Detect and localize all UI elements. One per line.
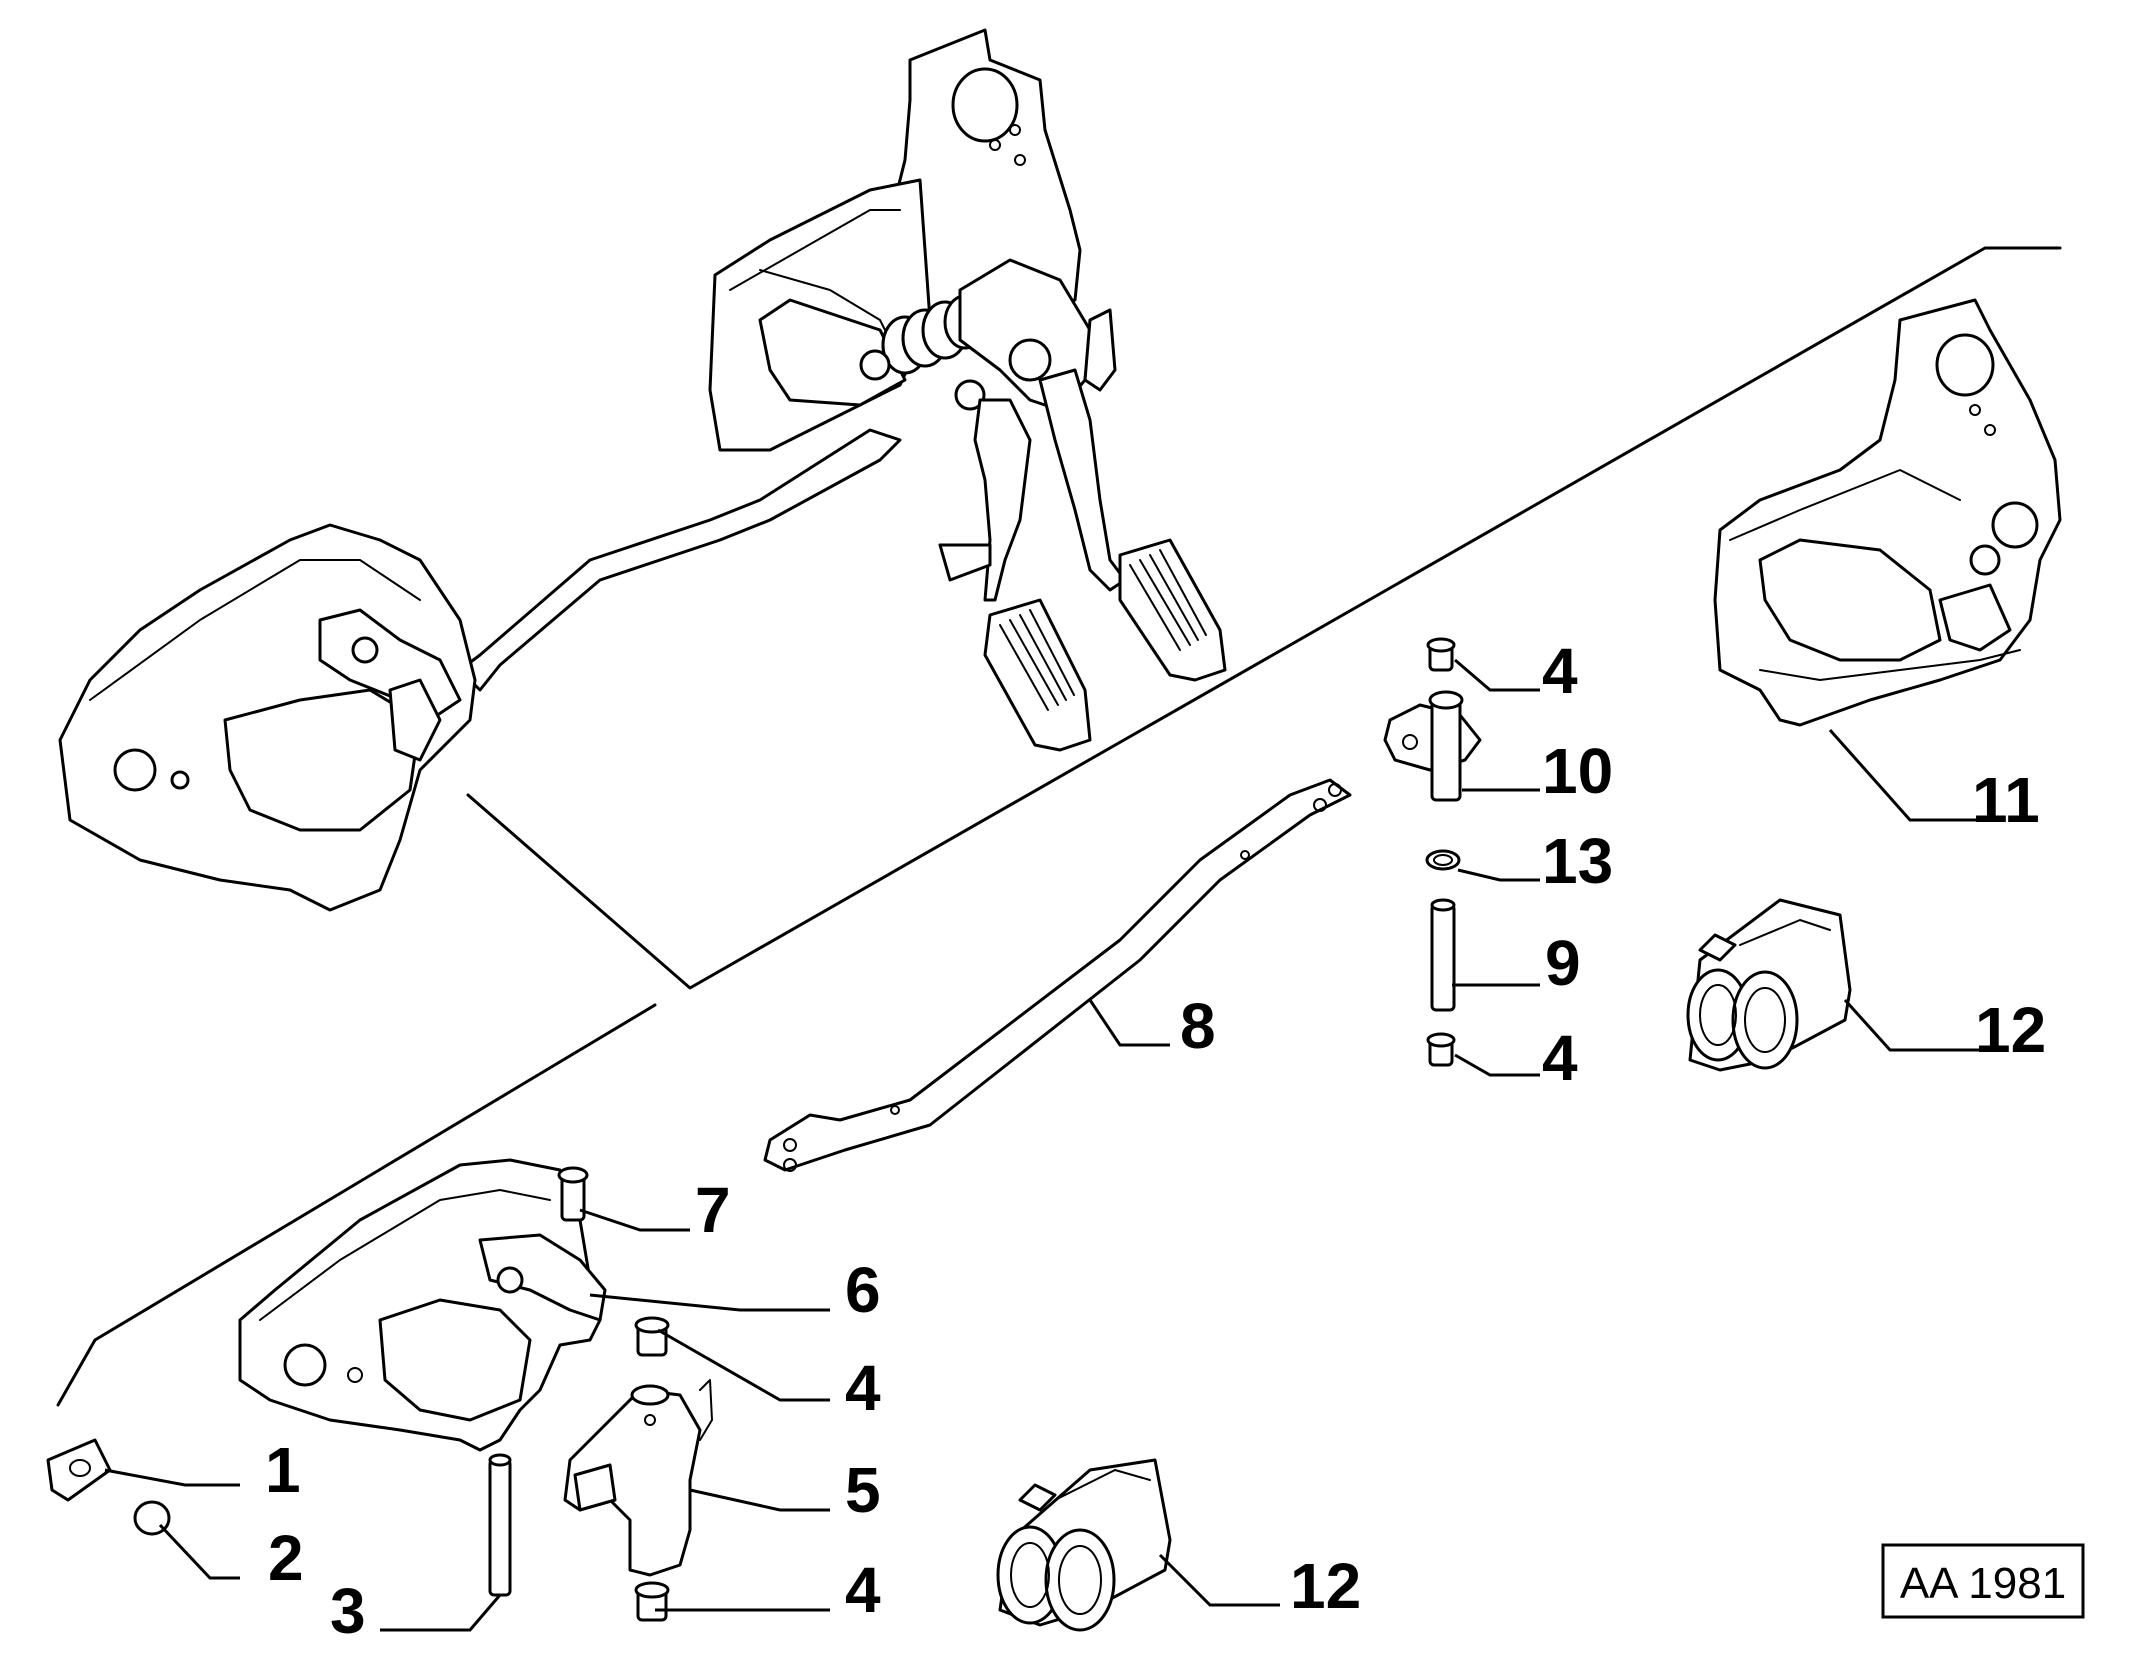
part-7-bolt — [557, 1166, 589, 1222]
part-4-bushing-bottom — [634, 1581, 670, 1622]
leader-lines — [104, 658, 1990, 1632]
pedal-box-assembly — [708, 28, 1227, 752]
part-5-lever-bracket — [563, 1379, 713, 1577]
reference-code-box: AA 1981 — [1881, 1543, 2085, 1619]
reference-code: AA 1981 — [1900, 1559, 2066, 1608]
callout-7: 7 — [695, 1174, 731, 1246]
assembly-connecting-rod — [458, 428, 902, 692]
pedal-pad-right — [1118, 538, 1227, 682]
part-3-pin — [488, 1453, 512, 1597]
pedal-pad-left — [983, 598, 1092, 752]
callout-5: 5 — [845, 1454, 881, 1526]
callout-12-lower: 12 — [1290, 1550, 1361, 1622]
callout-4-bottom: 4 — [845, 1554, 881, 1626]
part-8-link-rod — [763, 778, 1352, 1172]
callout-6: 6 — [845, 1254, 881, 1326]
callout-3: 3 — [330, 1575, 366, 1647]
callout-labels: 1 2 3 4 4 4 4 5 6 7 8 9 10 11 12 12 13 — [265, 635, 2046, 1647]
part-6-pedal-support — [238, 1158, 607, 1452]
callout-4-top-right: 4 — [1542, 635, 1578, 707]
part-11-pedal-bracket — [1713, 298, 2062, 727]
callout-8: 8 — [1180, 990, 1216, 1062]
callout-10: 10 — [1542, 735, 1613, 807]
callout-4-lower-right: 4 — [1542, 1022, 1578, 1094]
part-1-spacer — [46, 1438, 112, 1502]
callout-12-upper: 12 — [1975, 994, 2046, 1066]
callout-11: 11 — [1972, 764, 2040, 836]
callout-2: 2 — [268, 1522, 304, 1594]
part-13-o-ring — [1425, 849, 1461, 871]
part-4-bushing-center — [634, 1316, 670, 1357]
callout-4-center: 4 — [845, 1352, 881, 1424]
callout-9: 9 — [1545, 927, 1581, 999]
callout-1: 1 — [265, 1434, 301, 1506]
section-divider — [56, 246, 2062, 1407]
part-10-pivot-bracket — [1383, 690, 1482, 802]
part-4-bushing-top-right — [1426, 637, 1456, 672]
assembly-left-support — [58, 523, 477, 912]
part-4-bushing-lower-right — [1426, 1032, 1456, 1067]
part-12-guide-upper — [1686, 898, 1852, 1072]
part-12-guide-lower — [996, 1458, 1172, 1632]
part-9-pin — [1430, 898, 1456, 1012]
callout-13: 13 — [1542, 825, 1613, 897]
